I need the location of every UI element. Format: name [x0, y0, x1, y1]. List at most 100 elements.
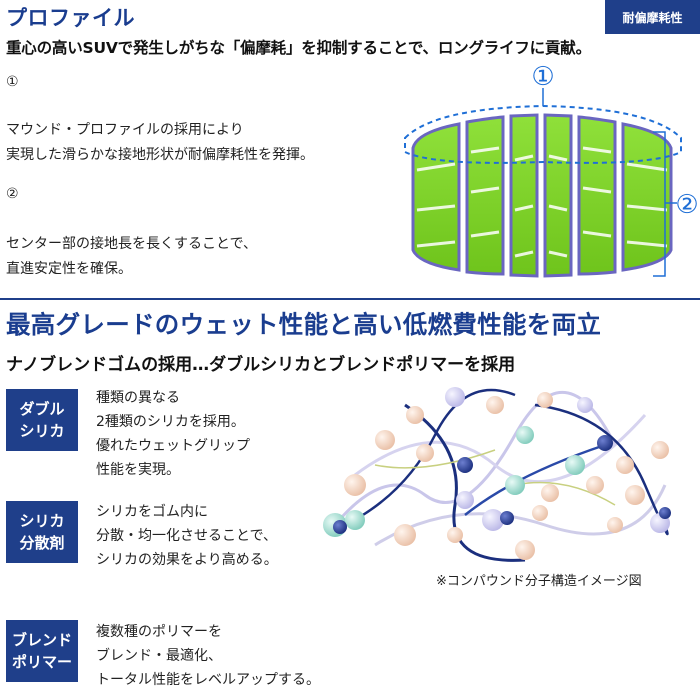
- sphere: [616, 456, 634, 474]
- point-2-number: ②: [6, 186, 19, 202]
- chain: [344, 388, 516, 527]
- feature-line: トータル性能をレベルアップする。: [96, 672, 320, 688]
- label-1: ①: [531, 62, 554, 92]
- chain: [464, 443, 606, 516]
- profile-title: プロファイル: [6, 6, 135, 30]
- point-1-number: ①: [6, 74, 19, 90]
- sipe: [548, 154, 568, 162]
- sphere: [482, 509, 504, 531]
- sphere: [659, 507, 671, 519]
- sphere: [651, 441, 669, 459]
- feature-line: 種類の異なる: [96, 390, 180, 406]
- sipe: [582, 146, 612, 154]
- compound-molecule-illustration: [323, 387, 671, 562]
- sipe: [416, 204, 456, 212]
- feature-line: 分散・均一化させることで、: [96, 528, 278, 544]
- tag-line: 分散剤: [19, 534, 65, 552]
- sphere: [565, 455, 585, 475]
- sipe: [548, 250, 568, 258]
- chain: [354, 413, 647, 484]
- tread-rib: [621, 122, 673, 272]
- tread-rib: [411, 122, 461, 272]
- tag-line: ポリマー: [11, 653, 72, 671]
- chain: [374, 449, 496, 469]
- tread-rib: [543, 113, 573, 278]
- wet-title: 最高グレードのウェット性能と高い低燃費性能を両立: [6, 310, 602, 339]
- feature-line: シリカの効果をより高める。: [96, 552, 278, 568]
- molecule-caption: ※コンパウンド分子構造イメージ図: [436, 574, 642, 589]
- sphere: [345, 510, 365, 530]
- point-2-line-1: センター部の接地長を長くすることで、: [6, 236, 258, 252]
- sphere: [394, 524, 416, 546]
- chain: [374, 484, 667, 547]
- tag-silica-dispersant: シリカ 分散剤: [6, 501, 78, 563]
- label-2: ②: [675, 190, 698, 220]
- tread-rib: [509, 113, 539, 278]
- feature-blend-polymer-text: 複数種のポリマーを ブレンド・最適化、 トータル性能をレベルアップする。: [96, 620, 320, 692]
- sphere: [333, 520, 347, 534]
- molecule-spheres: [323, 387, 671, 560]
- sphere: [457, 457, 473, 473]
- feature-line: 2種類のシリカを採用。: [96, 414, 245, 430]
- feature-silica-dispersant-text: シリカをゴム内に 分散・均一化させることで、 シリカの効果をより高める。: [96, 500, 278, 572]
- sipe: [626, 204, 668, 212]
- sphere: [577, 397, 593, 413]
- point-1-line-1: マウンド・プロファイルの採用により: [6, 122, 244, 138]
- sphere: [625, 485, 645, 505]
- sphere: [516, 426, 534, 444]
- section-divider: [0, 298, 700, 300]
- sphere: [586, 476, 604, 494]
- feature-line: 複数種のポリマーを: [96, 624, 222, 640]
- feature-line: シリカをゴム内に: [96, 504, 208, 520]
- tread-sipes: [416, 146, 668, 258]
- point-2-text: センター部の接地長を長くすることで、 直進安定性を確保。: [6, 232, 257, 282]
- profile-lead: 重心の高いSUVで発生しがちな「偏摩耗」を抑制することで、ロングライフに貢献。: [6, 39, 591, 57]
- point-1-text: マウンド・プロファイルの採用により 実現した滑らかな接地形状が耐偏摩耗性を発揮。: [6, 118, 314, 168]
- tag-double-silica: ダブル シリカ: [6, 389, 78, 451]
- sphere: [445, 387, 465, 407]
- feature-line: ブレンド・最適化、: [96, 648, 222, 664]
- chain: [514, 481, 616, 506]
- sphere: [500, 511, 514, 525]
- sphere: [447, 527, 463, 543]
- tread-profile-figure: ① ②: [404, 62, 699, 278]
- wet-subtitle: ナノブレンドゴムの採用…ダブルシリカとブレンドポリマーを採用: [6, 355, 516, 375]
- sipe: [470, 230, 500, 238]
- feature-line: 性能を実現。: [96, 462, 180, 478]
- sphere: [541, 484, 559, 502]
- sphere: [406, 406, 424, 424]
- sipe: [582, 186, 612, 194]
- sipe: [548, 204, 568, 212]
- sphere: [486, 396, 504, 414]
- sipe: [470, 186, 500, 194]
- crown-dashed-outline: [404, 104, 682, 164]
- tread-rib: [465, 115, 505, 276]
- tag-line: ダブル: [19, 400, 65, 418]
- sphere: [456, 491, 474, 509]
- chain: [333, 391, 617, 526]
- polymer-chains: [333, 388, 669, 562]
- tag-line: ブレンド: [11, 631, 72, 649]
- chain: [534, 403, 669, 536]
- label-2-bracket: [653, 131, 666, 277]
- feature-double-silica-text: 種類の異なる 2種類のシリカを採用。 優れたウェットグリップ 性能を実現。: [96, 386, 250, 482]
- point-2-line-2: 直進安定性を確保。: [6, 261, 132, 277]
- tag-line: シリカ: [19, 422, 65, 440]
- feature-line: 優れたウェットグリップ: [96, 438, 250, 454]
- sphere: [416, 444, 434, 462]
- sphere: [505, 475, 525, 495]
- tag-blend-polymer: ブレンド ポリマー: [6, 620, 78, 682]
- tread-ribs: [411, 113, 673, 278]
- sipe: [514, 250, 534, 258]
- sipe: [626, 240, 668, 248]
- sipe: [470, 146, 500, 154]
- sipe: [514, 154, 534, 162]
- sphere: [532, 505, 548, 521]
- feature-badge: 耐偏摩耗性: [605, 0, 700, 34]
- sphere: [607, 517, 623, 533]
- sphere: [597, 435, 613, 451]
- sipe: [416, 240, 456, 248]
- sphere: [375, 430, 395, 450]
- sphere: [344, 474, 366, 496]
- tag-line: シリカ: [19, 512, 65, 530]
